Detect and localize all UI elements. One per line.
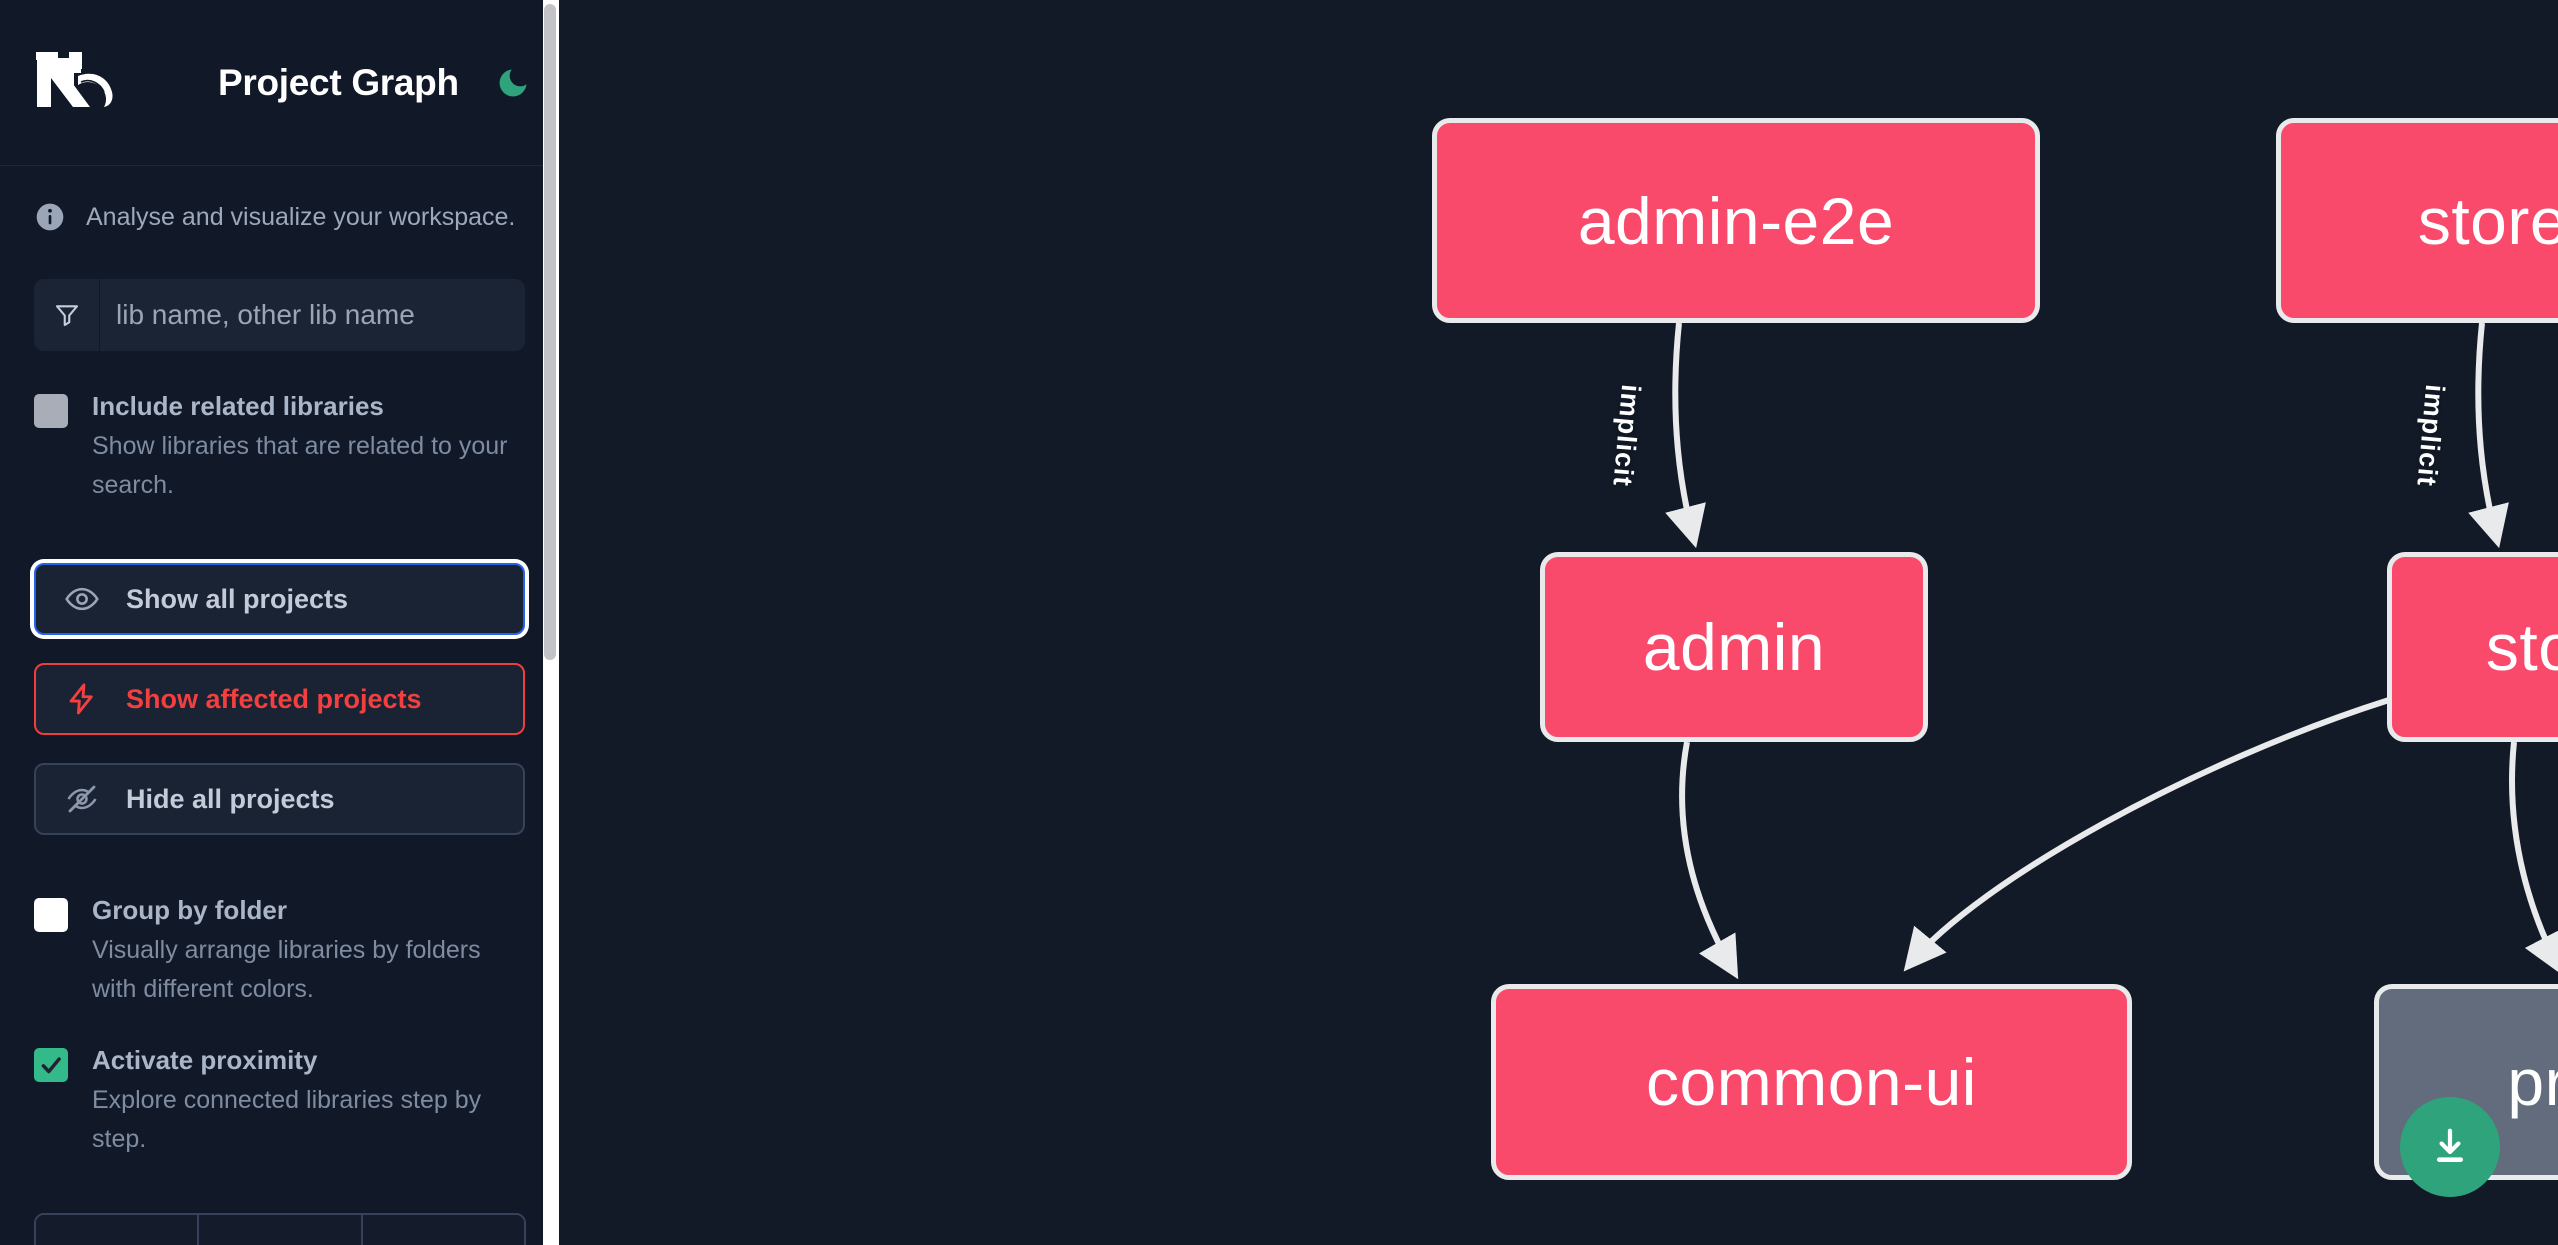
lightning-bolt-icon	[64, 681, 104, 717]
proximity-stepper-segment-2[interactable]	[199, 1215, 363, 1245]
hide-all-projects-label: Hide all projects	[126, 783, 335, 814]
checkbox-group-by-folder-label: Group by folder	[92, 895, 287, 925]
checkbox-activate-proximity-description: Explore connected libraries step by step…	[92, 1086, 482, 1153]
download-button[interactable]	[2400, 1097, 2500, 1197]
graph-node-admin[interactable]: admin	[1540, 552, 1928, 742]
show-affected-projects-button[interactable]: Show affected projects	[34, 663, 525, 735]
checkbox-group-by-folder-description: Visually arrange libraries by folders wi…	[92, 936, 481, 1003]
graph-node-store-label: store	[2485, 610, 2558, 684]
show-affected-projects-label: Show affected projects	[126, 683, 422, 714]
moon-icon[interactable]	[495, 63, 531, 103]
edge-store-to-products	[2509, 741, 2558, 976]
checkbox-group-by-folder[interactable]: Group by folder Visually arrange librari…	[0, 893, 559, 1009]
sidebar-scrollbar-track[interactable]	[543, 0, 559, 1245]
project-graph-canvas[interactable]: admin-e2e store-e2e admin store common-u…	[559, 0, 2558, 1245]
checkbox-include-related-libraries-box[interactable]	[34, 394, 68, 428]
proximity-stepper-segment-3[interactable]	[362, 1215, 524, 1245]
edge-admin-e2e-to-admin	[1665, 322, 1706, 549]
graph-node-store[interactable]: store	[2387, 552, 2558, 742]
edge-store-to-common-ui	[1903, 697, 2390, 972]
graph-node-store-e2e-label: store-e2e	[2417, 183, 2558, 258]
graph-node-admin-e2e[interactable]: admin-e2e	[1432, 118, 2040, 323]
download-icon	[2436, 1128, 2464, 1162]
checkbox-activate-proximity-label: Activate proximity	[92, 1045, 318, 1075]
filter-icon	[34, 279, 100, 351]
search-input[interactable]	[100, 279, 525, 351]
show-all-projects-button[interactable]: Show all projects	[34, 563, 525, 635]
proximity-stepper[interactable]	[34, 1213, 526, 1245]
info-icon	[34, 201, 66, 233]
hide-all-projects-button[interactable]: Hide all projects	[34, 763, 525, 835]
workspace-info: Analyse and visualize your workspace.	[0, 166, 559, 233]
edge-store-e2e-to-store	[2468, 322, 2509, 549]
graph-node-products-label: products	[2507, 1045, 2558, 1119]
page-title: Project Graph	[218, 61, 459, 103]
eye-icon	[64, 581, 104, 617]
checkbox-activate-proximity-box[interactable]	[34, 1048, 68, 1082]
checkbox-include-related-libraries-description: Show libraries that are related to your …	[92, 432, 508, 499]
graph-node-admin-e2e-label: admin-e2e	[1577, 183, 1895, 258]
filter-row	[34, 279, 525, 351]
checkbox-activate-proximity[interactable]: Activate proximity Explore connected lib…	[0, 1043, 559, 1159]
proximity-stepper-segment-1[interactable]	[36, 1215, 200, 1245]
workspace-info-text: Analyse and visualize your workspace.	[86, 202, 516, 231]
show-all-projects-label: Show all projects	[126, 583, 349, 614]
graph-edges	[1665, 322, 2558, 980]
graph-node-common-ui-label: common-ui	[1646, 1045, 1977, 1119]
sidebar-header: Project Graph	[0, 0, 559, 166]
graph-node-common-ui[interactable]: common-ui	[1491, 984, 2132, 1180]
graph-node-admin-label: admin	[1642, 610, 1826, 684]
edge-admin-to-common-ui	[1679, 741, 1739, 980]
nx-logo-icon	[34, 51, 122, 114]
sidebar: Project Graph Analyse and visualize your…	[0, 0, 559, 1245]
checkbox-include-related-libraries[interactable]: Include related libraries Show libraries…	[0, 389, 559, 505]
checkbox-group-by-folder-box[interactable]	[34, 898, 68, 932]
eye-off-icon	[64, 781, 104, 817]
visibility-button-group: Show all projects Show affected projects	[0, 563, 559, 835]
sidebar-scrollbar-thumb[interactable]	[544, 4, 556, 660]
graph-node-store-e2e[interactable]: store-e2e	[2276, 118, 2558, 323]
checkbox-include-related-libraries-label: Include related libraries	[92, 391, 384, 421]
